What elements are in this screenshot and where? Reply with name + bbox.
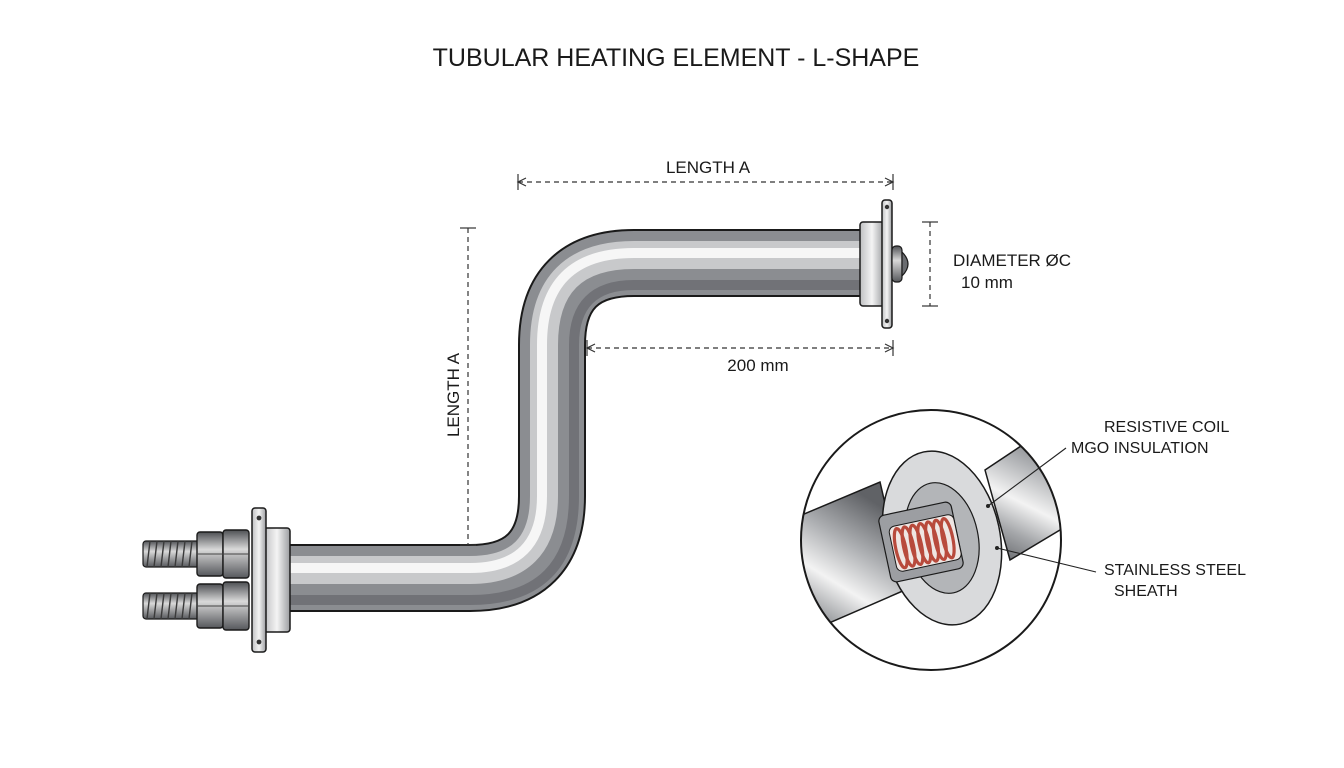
- dimension-horizontal-200: 200 mm: [585, 340, 895, 375]
- callout-resistive-coil: RESISTIVE COIL: [1104, 419, 1229, 436]
- diameter-label: DIAMETER ØC: [953, 251, 1071, 270]
- cutaway-detail: RESISTIVE COIL MGO INSULATION STAINLESS …: [800, 409, 1246, 671]
- resistive-coil: [888, 514, 962, 572]
- length-top-label: LENGTH A: [666, 158, 751, 177]
- callout-sheath-line1: STAINLESS STEEL: [1104, 562, 1246, 579]
- length-vertical-label: LENGTH A: [444, 352, 463, 437]
- callout-sheath-line2: SHEATH: [1114, 583, 1178, 600]
- diameter-value: 10 mm: [961, 273, 1013, 292]
- dimension-length-vertical: LENGTH A: [444, 227, 476, 546]
- dimension-length-top: LENGTH A: [516, 158, 895, 190]
- diagram-title: TUBULAR HEATING ELEMENT - L-SHAPE: [433, 44, 920, 72]
- lower-threaded-terminal: [142, 581, 250, 631]
- dimension-diameter: DIAMETER ØC 10 mm: [922, 221, 1071, 307]
- horizontal-value-label: 200 mm: [727, 356, 788, 375]
- tubular-element: [285, 229, 865, 612]
- left-terminal-assembly: [142, 507, 291, 653]
- right-flange: [859, 199, 909, 329]
- callout-mgo-insulation: MGO INSULATION: [1071, 440, 1209, 457]
- upper-threaded-terminal: [142, 529, 250, 579]
